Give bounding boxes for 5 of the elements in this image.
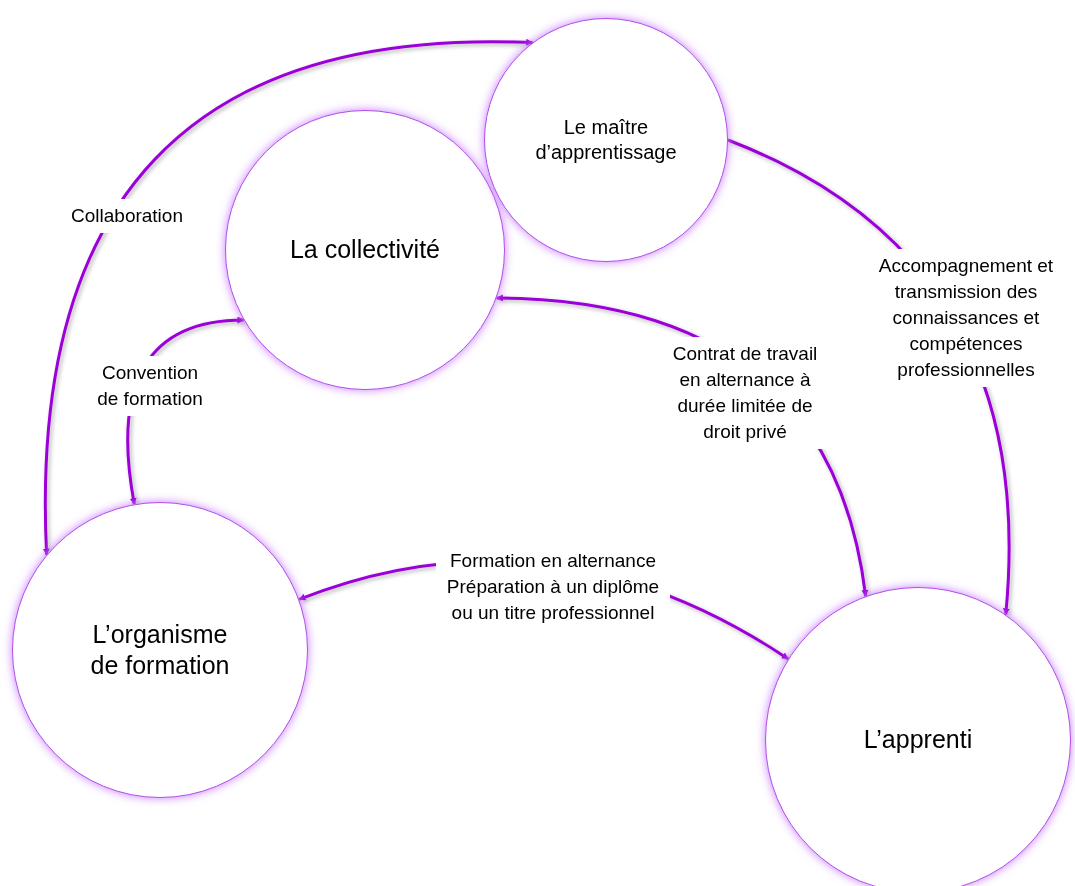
curved-arrow: [43, 39, 534, 556]
node-label: Le maître d’apprentissage: [534, 115, 678, 165]
node-label: La collectivité: [288, 234, 442, 266]
node-label: L’apprenti: [862, 724, 974, 756]
node-label: L’organisme de formation: [89, 618, 231, 681]
